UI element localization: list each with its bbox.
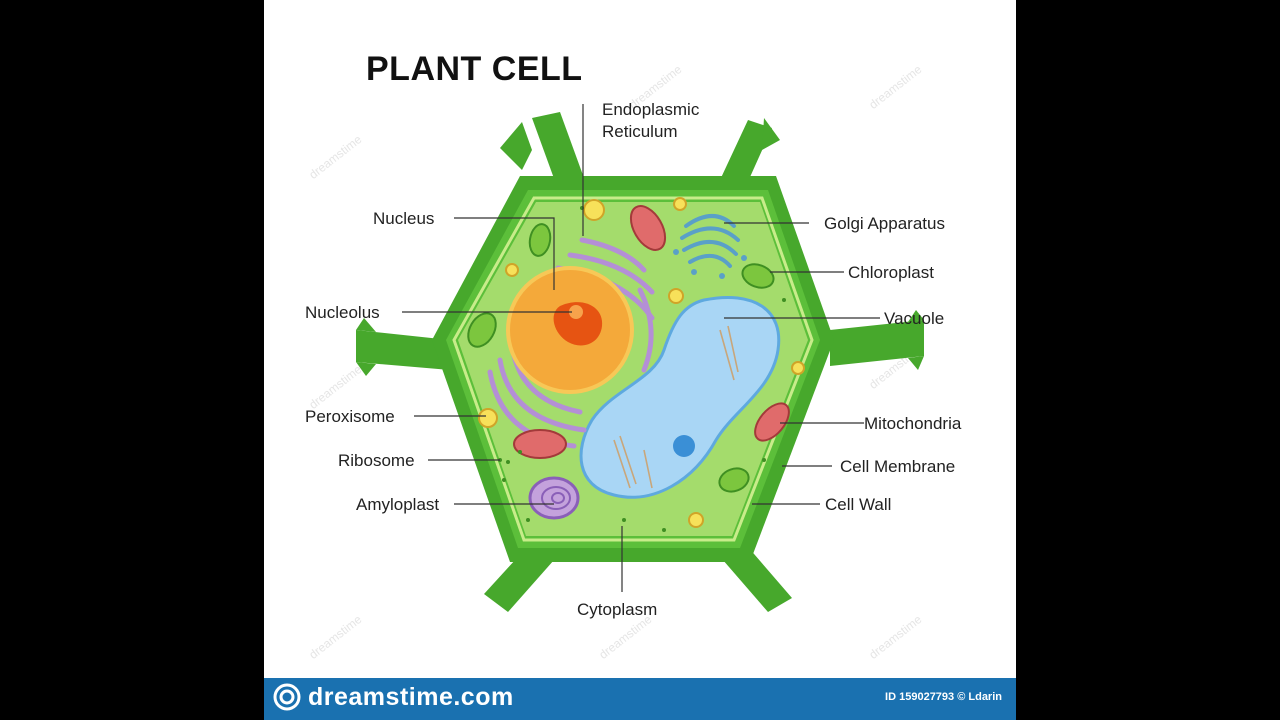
diagram-canvas: dreamstime dreamstime dreamstime dreamst… (264, 0, 1016, 720)
label-golgi-apparatus: Golgi Apparatus (824, 214, 945, 233)
label-amyloplast: Amyloplast (356, 495, 440, 514)
label-mitochondria: Mitochondria (864, 414, 962, 433)
plant-cell-diagram (356, 104, 924, 612)
brand-name: dreamstime.com (308, 682, 514, 711)
brand-logo[interactable]: dreamstime.com (272, 682, 514, 712)
peroxisomes (478, 197, 805, 528)
label-cell-wall: Cell Wall (825, 495, 892, 514)
label-peroxisome: Peroxisome (305, 407, 395, 426)
nucleolus-shape (553, 302, 603, 346)
page-title: PLANT CELL (366, 50, 583, 88)
image-credit: ID 159027793 © Ldarin (885, 691, 1002, 703)
mitochondria-shapes (513, 205, 790, 459)
label-nucleus: Nucleus (373, 209, 435, 228)
vacuole-shape (579, 295, 781, 499)
vacuole-crystal (673, 435, 695, 457)
cell-membrane-outline (452, 196, 814, 542)
label-cytoplasm: Cytoplasm (577, 600, 658, 619)
spiral-logo-icon (273, 683, 301, 711)
label-endoplasmic-reticulum-line2: Reticulum (602, 122, 678, 142)
label-endoplasmic-reticulum: Endoplasmic Reticulum (602, 99, 699, 143)
label-endoplasmic-reticulum-line1: Endoplasmic (602, 100, 700, 119)
chloroplasts (467, 223, 775, 493)
label-chloroplast: Chloroplast (848, 263, 934, 282)
footer-bar: dreamstime.com ID 159027793 © Ldarin (264, 678, 1016, 720)
vacuole-needles (613, 325, 739, 489)
label-ribosome: Ribosome (338, 451, 415, 470)
label-cell-membrane: Cell Membrane (840, 457, 956, 476)
label-vacuole: Vacuole (884, 309, 945, 328)
amyloplast-shape (528, 476, 580, 520)
leader-lines (402, 104, 880, 592)
label-nucleolus: Nucleolus (305, 303, 380, 322)
